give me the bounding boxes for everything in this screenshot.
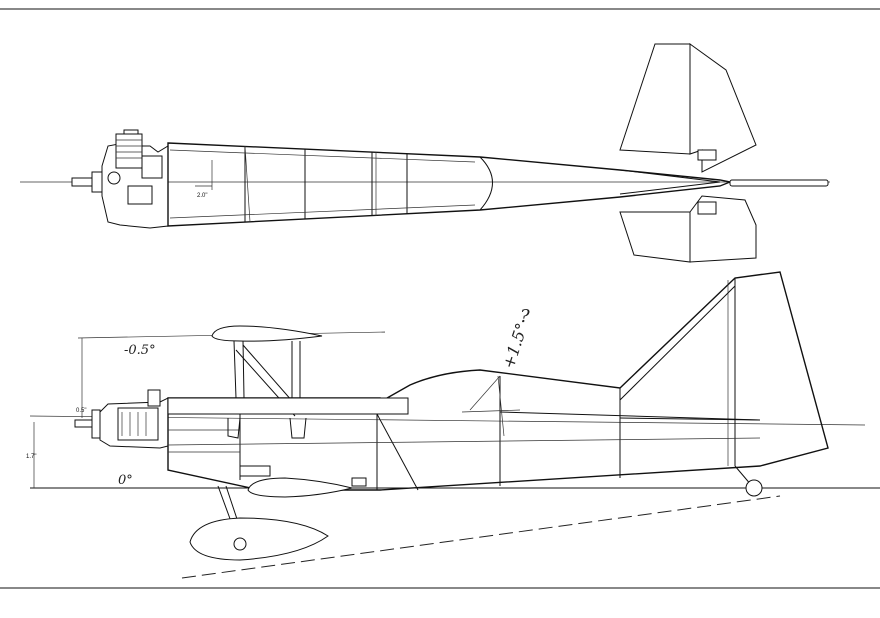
top-view-dim-label: 2.0" [197, 193, 207, 199]
top-view-stabilizer-upper [619, 43, 691, 155]
side-view-tail-wheel [745, 479, 763, 497]
side-view-ground-angle: 0° [118, 473, 133, 488]
side-view-question-mark: ? [520, 306, 530, 327]
top-view-stabilizer-lower [619, 211, 691, 263]
side-view-top-wing [211, 325, 323, 342]
side-view-wheel [233, 537, 247, 551]
side-view: 0.5" 1.7" [26, 271, 880, 579]
top-view: 2.0" [20, 43, 830, 263]
side-view-dim-height: 1.7" [26, 454, 36, 460]
top-view-fuselage [167, 142, 733, 227]
side-view-bottom-wing [247, 477, 353, 498]
side-view-dim-small: 0.5" [76, 408, 86, 414]
top-view-elevator-horn-top [697, 149, 717, 161]
side-view-tilted-ground [181, 495, 781, 579]
top-view-tail-rod [729, 179, 829, 187]
side-view-fuselage [167, 271, 829, 491]
side-view-thrust-line [29, 415, 866, 426]
top-view-engine [115, 133, 143, 169]
top-view-elevator-horn-bottom [697, 201, 717, 215]
top-view-spinner [71, 177, 95, 187]
side-view-wheel-pant [189, 517, 329, 561]
side-view-tail-incidence: +1.5° [499, 321, 532, 371]
top-view-prop-hub [91, 171, 103, 193]
top-view-fuel-tank-icon [107, 171, 121, 185]
side-view-wing-incidence: -0.5° [124, 343, 156, 358]
